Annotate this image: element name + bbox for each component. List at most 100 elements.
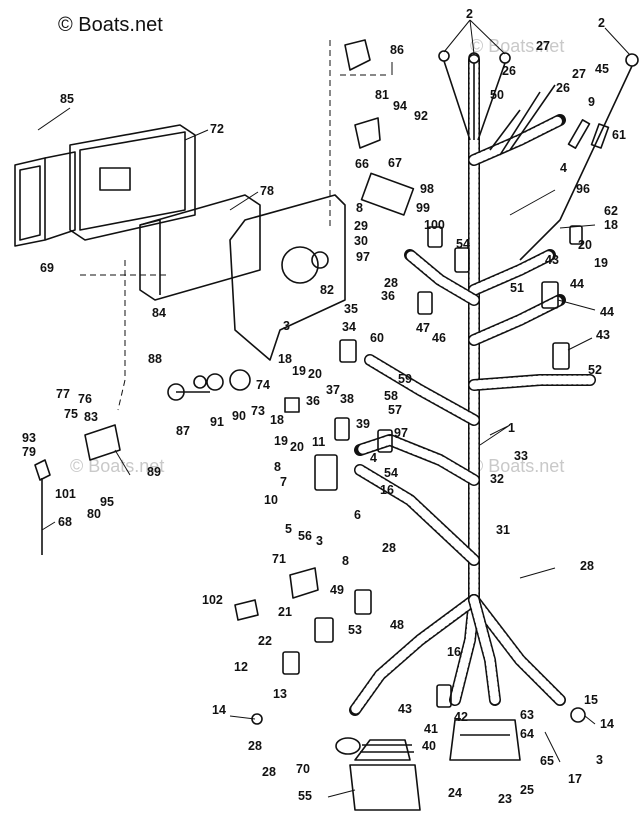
callout: 8 [274, 460, 281, 474]
callout: 70 [296, 762, 310, 776]
dashed-guide-lines [80, 40, 390, 411]
callout: 11 [312, 435, 325, 449]
callout: 6 [354, 508, 361, 522]
callout: 28 [580, 559, 594, 573]
callout: 26 [556, 81, 570, 95]
faint-watermark: © Boats.net [70, 456, 165, 476]
callout: 19 [594, 256, 608, 270]
callout: 23 [498, 792, 512, 806]
callout: 61 [612, 128, 626, 142]
callout: 49 [330, 583, 344, 597]
callout: 101 [55, 487, 76, 501]
callout: 8 [342, 554, 349, 568]
callout: 44 [570, 277, 584, 291]
callout: 3 [596, 753, 603, 767]
callout: 20 [578, 238, 592, 252]
control-module-72 [69, 124, 196, 241]
callout: 52 [588, 363, 602, 377]
callout: 20 [290, 440, 304, 454]
callout: 89 [147, 465, 161, 479]
callout: 18 [604, 218, 618, 232]
callout: 13 [273, 687, 287, 701]
callout: 36 [306, 394, 320, 408]
callout: 21 [278, 605, 292, 619]
callout: 79 [22, 445, 36, 459]
callout: 97 [356, 250, 370, 264]
callout: 62 [604, 204, 618, 218]
callout: 7 [280, 475, 287, 489]
mounting-bracket-82 [229, 194, 346, 361]
callout: 1 [508, 421, 515, 435]
connectors [251, 225, 586, 725]
callout: 43 [596, 328, 610, 342]
callout: 87 [176, 424, 190, 438]
callout: 43 [398, 702, 412, 716]
callout: 66 [355, 157, 369, 171]
callout: 77 [56, 387, 70, 401]
callout: 16 [380, 483, 394, 497]
callout: 8 [356, 201, 363, 215]
leader-lines [37, 19, 631, 798]
callout: 14 [212, 703, 226, 717]
callout: 51 [510, 281, 524, 295]
callout: 98 [420, 182, 434, 196]
callout: 97 [394, 426, 408, 440]
callout: 95 [100, 495, 114, 509]
callout: 3 [316, 534, 323, 548]
callout: 28 [382, 541, 396, 555]
callout: 12 [234, 660, 248, 674]
callout: 92 [414, 109, 428, 123]
callout: 24 [448, 786, 462, 800]
control-module-78 [139, 194, 261, 301]
callout: 18 [270, 413, 284, 427]
callout: 86 [390, 43, 404, 57]
callout: 40 [422, 739, 436, 753]
callout: 88 [148, 352, 162, 366]
callout: 2 [598, 16, 605, 30]
callout: 68 [58, 515, 72, 529]
callout: 54 [456, 237, 470, 251]
cover-69 [14, 151, 76, 247]
callout: 81 [375, 88, 389, 102]
callout: 78 [260, 184, 274, 198]
callout: 34 [342, 320, 356, 334]
callout: 64 [520, 727, 534, 741]
main-connector-24 [449, 719, 521, 761]
callout: 28 [384, 276, 398, 290]
callout: 63 [520, 708, 534, 722]
callout: 83 [84, 410, 98, 424]
hardware-parts [34, 39, 415, 755]
callout: 80 [87, 507, 101, 521]
faint-watermark: © Boats.net [470, 456, 565, 476]
callout: 2 [466, 7, 473, 21]
callout: 27 [572, 67, 586, 81]
callout: 4 [370, 451, 377, 465]
callout: 50 [490, 88, 504, 102]
callout: 74 [256, 378, 270, 392]
callout: 72 [210, 122, 224, 136]
callout: 60 [370, 331, 384, 345]
callout: 44 [600, 305, 614, 319]
callout: 38 [340, 392, 354, 406]
callout: 9 [588, 95, 595, 109]
callout: 28 [262, 765, 276, 779]
callout: 71 [272, 552, 286, 566]
callout: 84 [152, 306, 166, 320]
callout: 25 [520, 783, 534, 797]
callout: 28 [248, 739, 262, 753]
callout: 35 [344, 302, 358, 316]
callout: 20 [308, 367, 322, 381]
callout: 41 [424, 722, 438, 736]
callout: 76 [78, 392, 92, 406]
callout: 73 [251, 404, 265, 418]
copyright-watermark: © Boats.net [58, 14, 163, 36]
callout: 22 [258, 634, 272, 648]
ring-terminals [438, 50, 639, 261]
callout: 27 [536, 39, 550, 53]
callout: 100 [424, 218, 445, 232]
callout: 39 [356, 417, 370, 431]
callout: 93 [22, 431, 36, 445]
callout: 53 [348, 623, 362, 637]
callout: 14 [600, 717, 614, 731]
